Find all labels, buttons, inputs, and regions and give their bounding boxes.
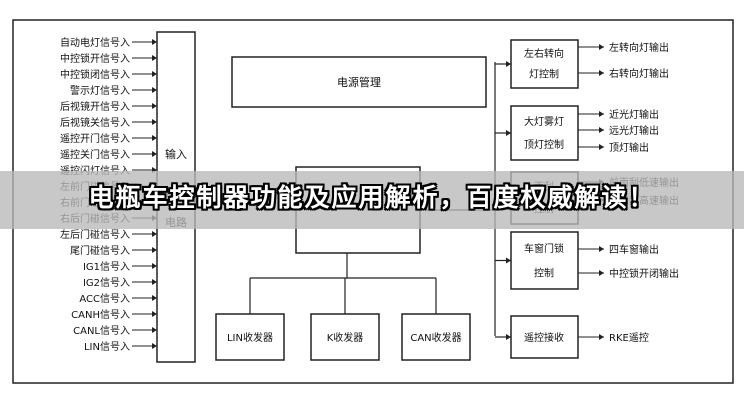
output-label: RKE遥控: [609, 331, 649, 344]
input-signal-label: 自动电灯信号入: [60, 36, 130, 49]
input-arrow: [152, 263, 157, 269]
input-block-label-1: 输入: [165, 147, 187, 161]
output-arrow: [599, 270, 604, 276]
control-connector-arrow: [506, 334, 511, 340]
output-label: 中控锁开闭输出: [609, 267, 679, 280]
input-arrow: [152, 87, 157, 93]
input-signal-label: IG1信号入: [83, 261, 130, 273]
control-box: [510, 231, 579, 290]
input-signal-label: 中控锁闭信号入: [60, 68, 130, 81]
input-arrow: [152, 55, 157, 61]
output-label: 四车窗输出: [609, 243, 659, 256]
input-signal-label: LIN信号入: [84, 341, 130, 353]
output-arrow: [599, 334, 604, 340]
output-label: 右转向灯输出: [609, 67, 669, 80]
input-signal-label: 警示灯信号入: [70, 84, 130, 97]
input-arrow: [152, 327, 157, 333]
input-signal-label: 后视镜关信号入: [60, 116, 130, 129]
control-label: 车窗门锁: [524, 242, 564, 255]
output-label: 顶灯输出: [609, 141, 649, 154]
power-management-label: 电源管理: [337, 75, 381, 89]
control-connector-arrow: [506, 130, 511, 136]
output-arrow: [599, 111, 604, 117]
input-signal-label: 遥控开门信号入: [60, 132, 130, 145]
input-arrow: [152, 311, 157, 317]
output-arrow: [599, 246, 604, 252]
input-arrow: [152, 119, 157, 125]
control-box: [510, 39, 579, 89]
input-signal-label: 左后门碰信号入: [60, 228, 130, 241]
input-signal-label: CANL信号入: [73, 325, 130, 337]
control-connector-arrow: [506, 257, 511, 264]
transceiver-label: LIN收发器: [227, 331, 273, 344]
output-label: 远光灯输出: [609, 124, 659, 137]
control-label: 顶灯控制: [524, 138, 564, 151]
output-label: 近光灯输出: [609, 108, 659, 121]
control-label: 控制: [534, 266, 554, 279]
input-arrow: [152, 343, 157, 349]
input-signal-label: 遥控关门信号入: [60, 148, 130, 161]
power-management-block: [231, 56, 487, 108]
input-arrow: [152, 39, 157, 45]
output-arrow: [599, 144, 604, 150]
input-arrow: [152, 295, 157, 301]
overlay-title: 电瓶车控制器功能及应用解析，百度权威解读！: [88, 183, 656, 212]
transceiver-list: LIN收发器 K收发器 CAN收发器: [215, 278, 471, 361]
transceiver-box: [310, 313, 380, 361]
input-arrow: [152, 231, 157, 237]
input-signal-label: ACC信号入: [79, 293, 130, 305]
input-signal-label: 后视镜开信号入: [60, 100, 130, 113]
overlay-banner: [0, 171, 744, 229]
control-label: 遥控接收: [524, 331, 564, 344]
control-label: 大灯雾灯: [524, 115, 564, 128]
transceiver-label: CAN收发器: [410, 331, 461, 344]
transceiver-box: [215, 313, 285, 361]
input-arrow: [152, 279, 157, 285]
input-signal-label: 中控锁开信号入: [60, 52, 130, 65]
output-arrow: [599, 70, 604, 76]
control-box: [510, 105, 579, 161]
input-signal-label: 尾门碰信号入: [70, 244, 130, 257]
input-arrow: [152, 135, 157, 141]
input-arrow: [152, 71, 157, 77]
output-arrow: [599, 44, 604, 50]
transceiver-box: [401, 313, 471, 361]
input-signal-label: CANH信号入: [71, 309, 130, 321]
input-arrow: [152, 247, 157, 253]
transceiver-label: K收发器: [327, 331, 364, 344]
output-label: 左转向灯输出: [609, 41, 669, 54]
output-arrow: [599, 127, 604, 133]
input-signal-label: IG2信号入: [83, 277, 130, 289]
control-label: 灯控制: [529, 67, 559, 80]
control-label: 左右转向: [524, 47, 564, 60]
control-connector-arrow: [506, 61, 511, 67]
input-arrow: [152, 103, 157, 109]
input-arrow: [152, 151, 157, 157]
